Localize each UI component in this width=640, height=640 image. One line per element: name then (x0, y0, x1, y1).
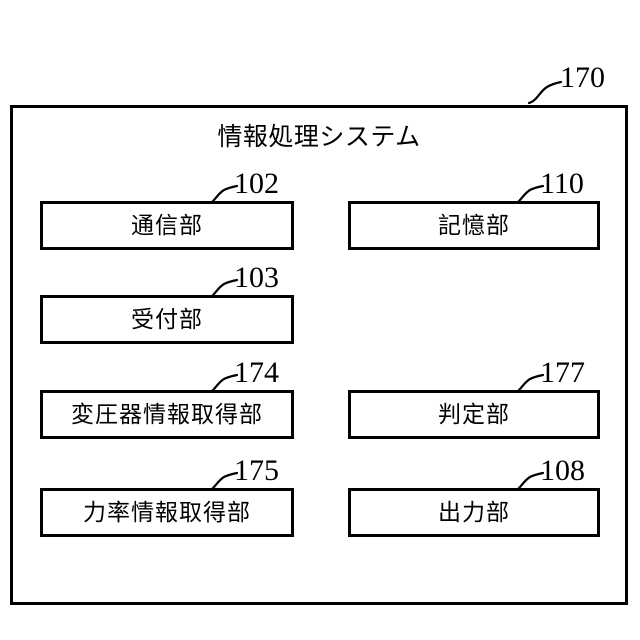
leader-line-170 (527, 80, 563, 105)
ref-numeral-102: 102 (234, 167, 279, 200)
unit-box-reception-unit[interactable]: 受付部 (40, 295, 294, 344)
unit-box-transformer-information-acquisition-unit[interactable]: 変圧器情報取得部 (40, 390, 294, 439)
unit-box-communication-unit[interactable]: 通信部 (40, 201, 294, 250)
unit-label-output-unit: 出力部 (438, 499, 510, 526)
ref-numeral-174: 174 (234, 356, 279, 389)
unit-box-power-factor-information-acquisition-unit[interactable]: 力率情報取得部 (40, 488, 294, 537)
unit-label-reception-unit: 受付部 (131, 306, 203, 333)
ref-numeral-108: 108 (540, 454, 585, 487)
unit-box-storage-unit[interactable]: 記憶部 (348, 201, 600, 250)
unit-box-determination-unit[interactable]: 判定部 (348, 390, 600, 439)
ref-numeral-103: 103 (234, 261, 279, 294)
unit-label-transformer-information-acquisition-unit: 変圧器情報取得部 (71, 401, 263, 428)
ref-numeral-110: 110 (540, 167, 584, 200)
ref-numeral-177: 177 (540, 356, 585, 389)
unit-box-output-unit[interactable]: 出力部 (348, 488, 600, 537)
unit-label-communication-unit: 通信部 (131, 212, 203, 239)
unit-label-power-factor-information-acquisition-unit: 力率情報取得部 (83, 499, 251, 526)
unit-label-determination-unit: 判定部 (438, 401, 510, 428)
system-title: 情報処理システム (217, 122, 421, 151)
ref-numeral-175: 175 (234, 454, 279, 487)
ref-numeral-170: 170 (560, 61, 605, 94)
unit-label-storage-unit: 記憶部 (438, 212, 510, 239)
